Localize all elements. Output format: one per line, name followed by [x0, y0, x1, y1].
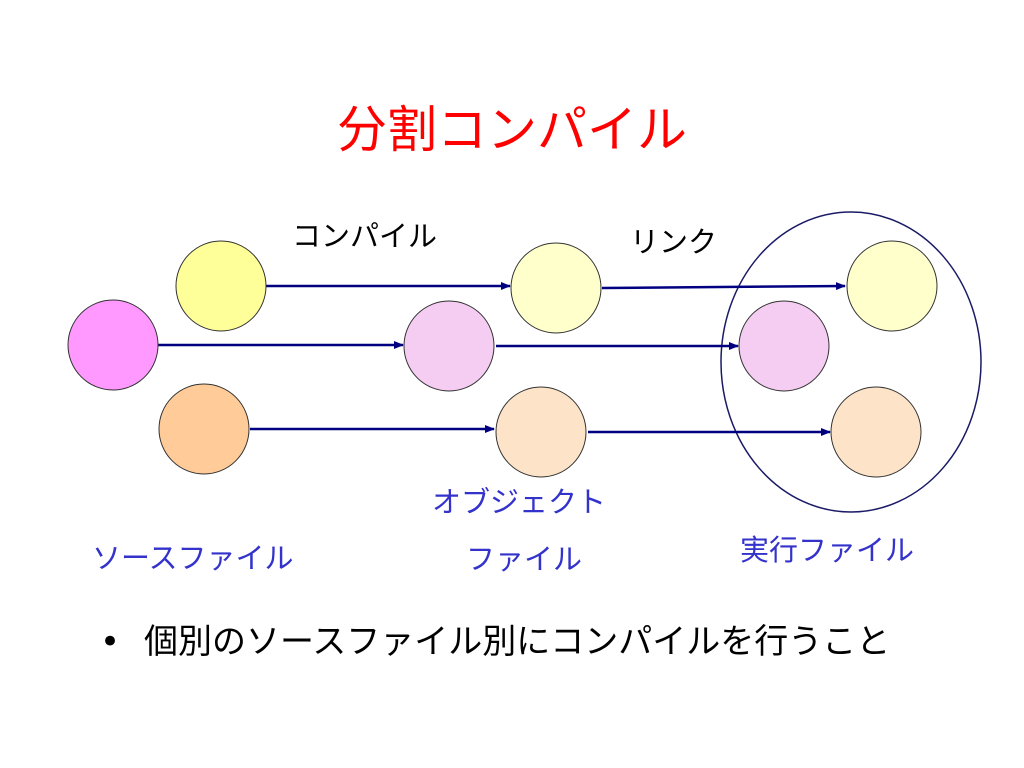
- source-file-orange: [158, 383, 250, 475]
- executable-part-yellow: [846, 240, 938, 332]
- slide-title: 分割コンパイル: [337, 101, 687, 159]
- compile-step-label: コンパイル: [292, 219, 438, 253]
- object-file-label-line1: オブジェクト: [432, 485, 607, 519]
- executable-part-orange: [830, 386, 922, 478]
- object-file-yellow: [510, 242, 602, 334]
- source-file-yellow: [175, 240, 267, 332]
- executable-file-label: 実行ファイル: [740, 533, 915, 567]
- arrow-link-yellow: [601, 282, 846, 291]
- source-file-pink: [67, 299, 159, 391]
- object-file-pink: [403, 300, 495, 392]
- bullet-marker: •: [100, 622, 121, 662]
- link-step-label: リンク: [630, 225, 718, 259]
- executable-group-outline: [720, 211, 982, 513]
- bullet-text: 個別のソースファイル別にコンパイルを行うこと: [144, 622, 891, 662]
- object-file-label-line2: ファイル: [466, 542, 583, 576]
- executable-part-pink: [738, 300, 830, 392]
- source-file-label: ソースファイル: [92, 541, 294, 575]
- object-file-orange: [495, 386, 587, 478]
